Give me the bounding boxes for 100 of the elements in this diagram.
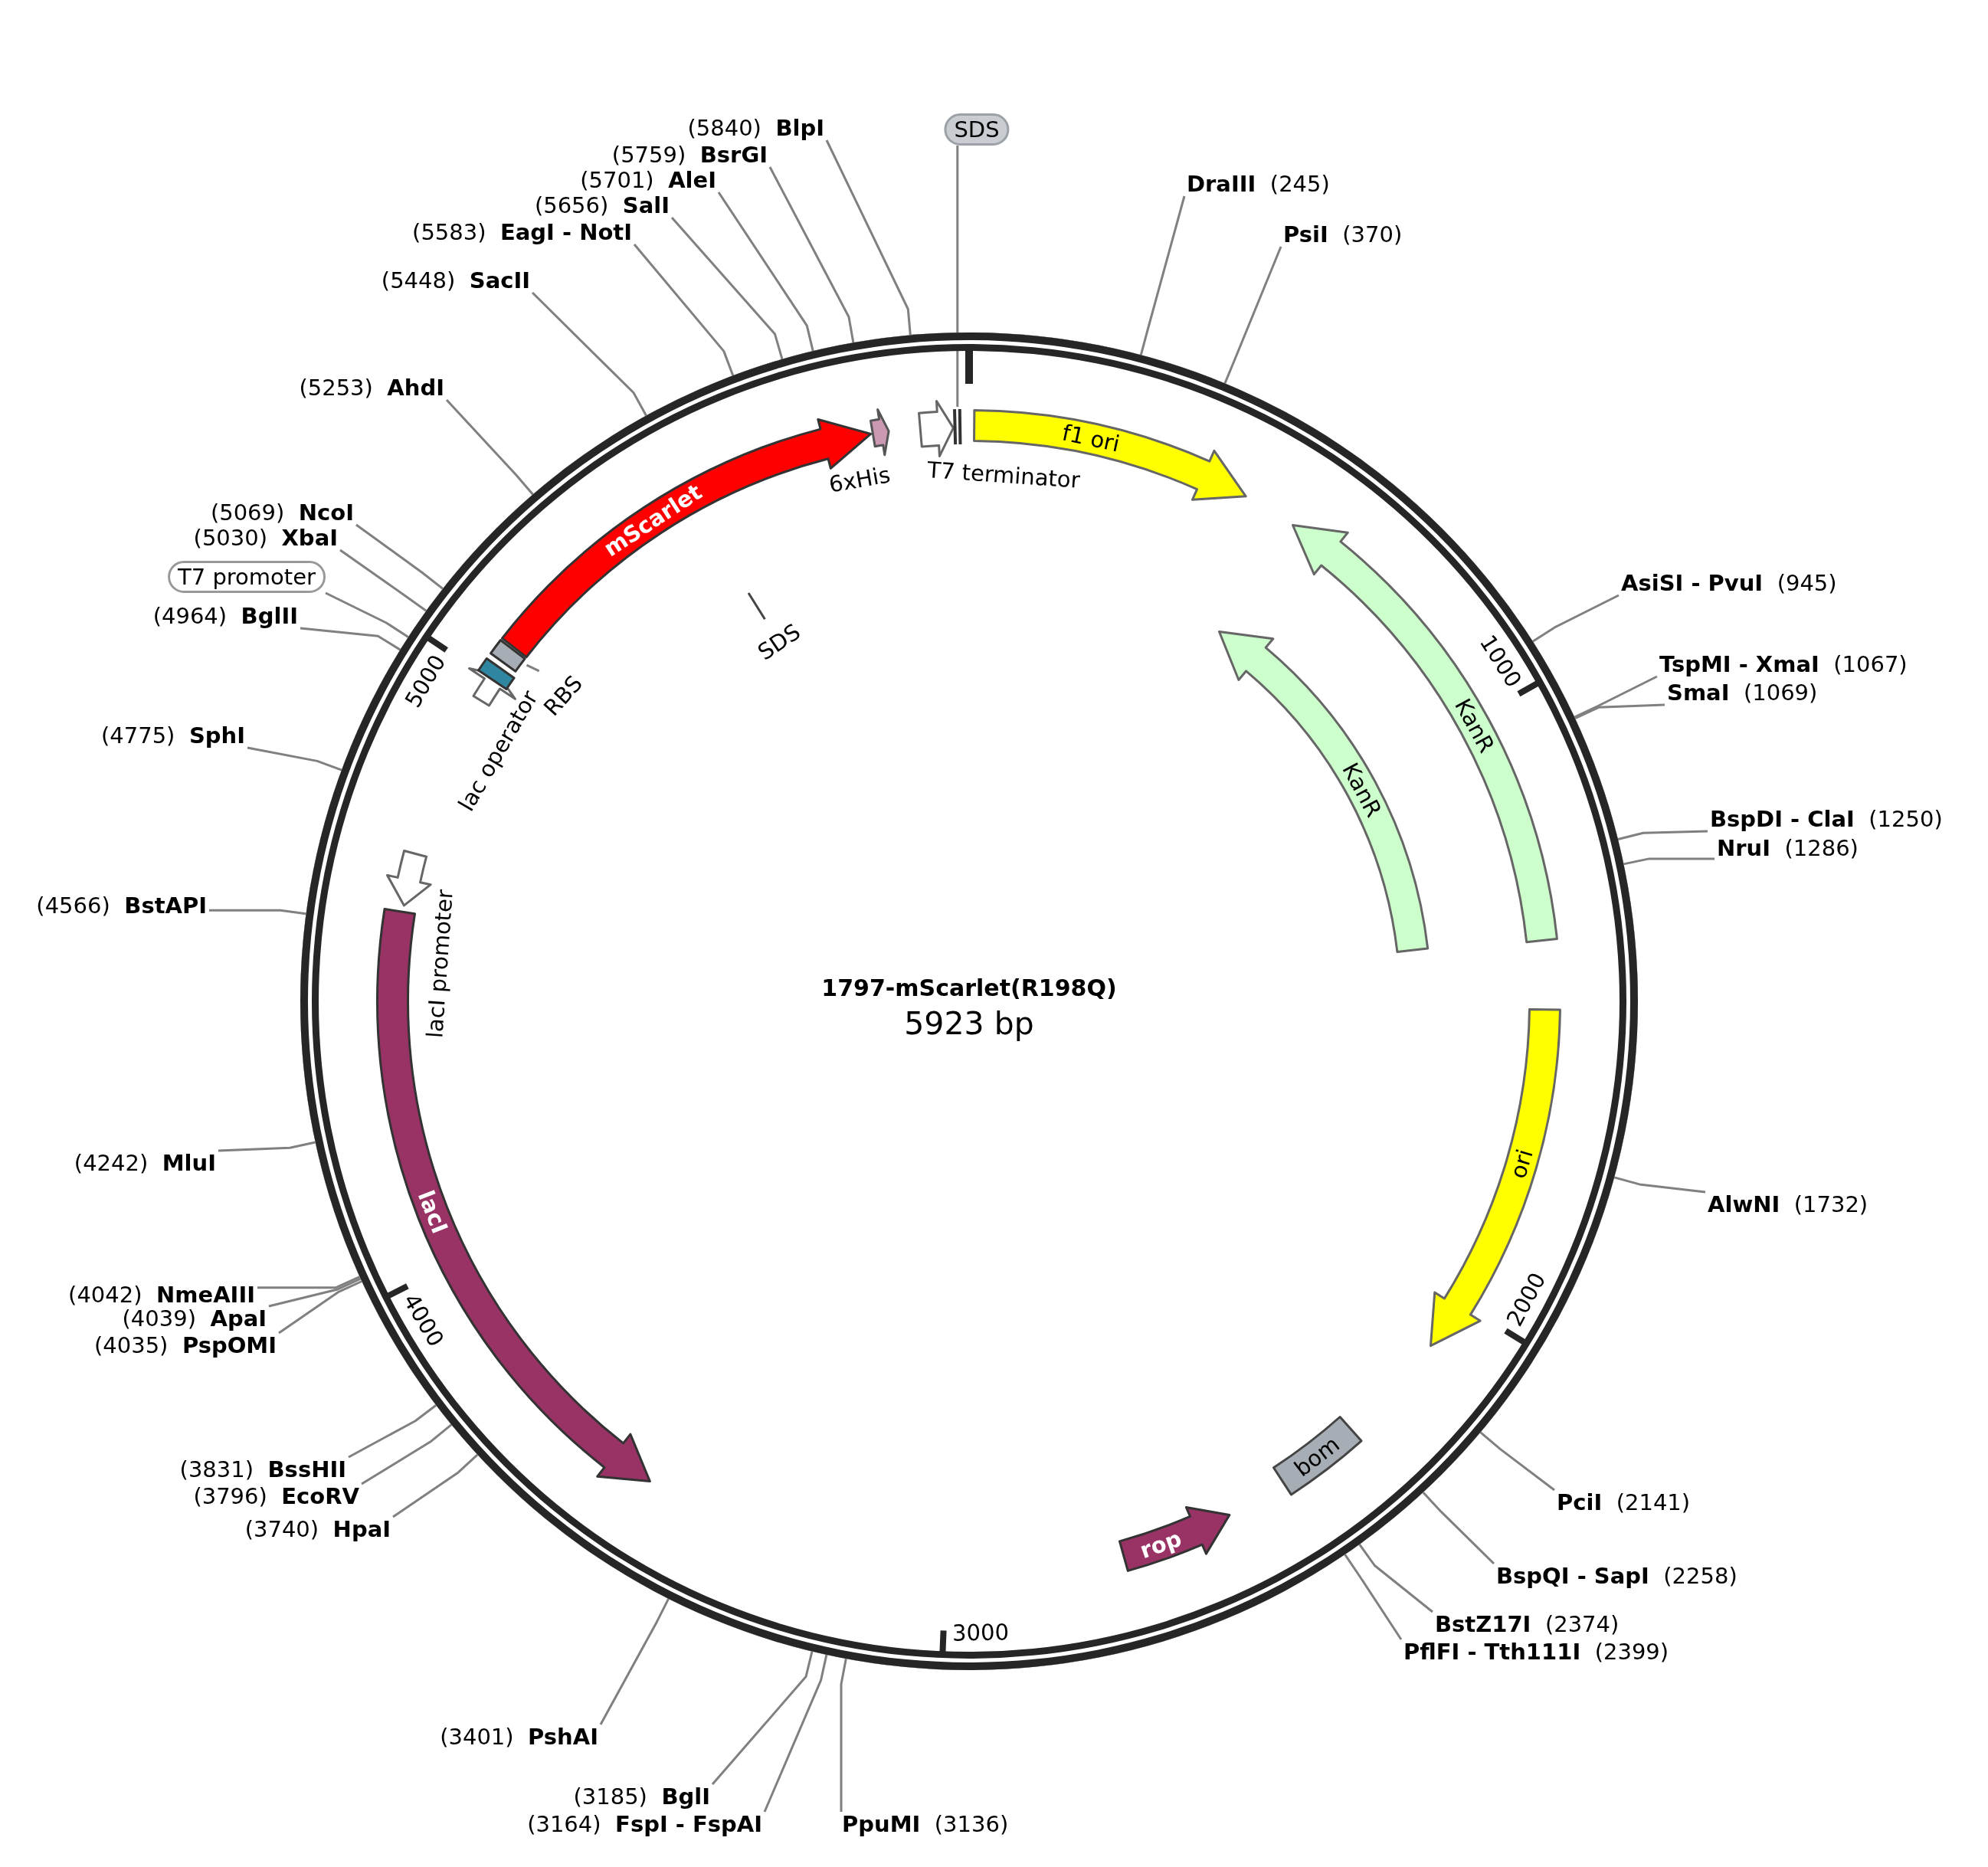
leader-line <box>1358 1544 1433 1613</box>
feature-name: ori <box>1505 1146 1538 1181</box>
restriction-site-label: (4566) BstAPI <box>34 893 209 918</box>
feature-name: lacI <box>413 1187 453 1238</box>
feature-label: lacI promoter <box>422 889 457 1039</box>
restriction-site-label: AsiSI - PvuI (945) <box>1619 571 1839 595</box>
leader-line <box>218 1141 316 1152</box>
leader-line <box>325 591 409 638</box>
leader-line <box>278 1280 362 1335</box>
restriction-site-label: PsiI (370) <box>1281 222 1405 247</box>
leader-line <box>1617 830 1708 840</box>
restriction-site-label: NruI (1286) <box>1715 836 1861 860</box>
restriction-site-label: (3796) EcoRV <box>191 1484 362 1508</box>
leader-line <box>763 1654 828 1813</box>
restriction-site-label: (3164) FspI - FspAI <box>525 1812 765 1836</box>
feature-band <box>385 849 433 908</box>
leader-line <box>339 549 427 612</box>
plasmid-name: 1797-mScarlet(R198Q) <box>821 974 1117 1002</box>
leader-line <box>209 909 306 915</box>
leader-line <box>526 663 540 673</box>
leader-line <box>1613 1176 1706 1194</box>
leader-line <box>268 1277 362 1308</box>
restriction-site-label: BspDI - ClaI (1250) <box>1708 807 1945 831</box>
restriction-site-label: (3401) PshAI <box>437 1725 601 1749</box>
restriction-site-label: (4775) SphI <box>99 723 247 748</box>
leader-line <box>1574 703 1665 719</box>
leader-line <box>1422 1491 1495 1565</box>
restriction-site-label: SmaI (1069) <box>1665 680 1820 705</box>
restriction-site-label: (4242) MluI <box>71 1151 218 1175</box>
leader-line <box>348 1404 437 1459</box>
leader-line <box>825 139 912 336</box>
leader-line <box>1223 246 1282 384</box>
leader-line <box>355 523 444 590</box>
leader-line <box>1532 594 1620 643</box>
feature-name: bom <box>1290 1431 1344 1482</box>
leader-line <box>599 1598 670 1725</box>
feature-band <box>1429 1007 1563 1348</box>
feature-block <box>488 638 527 674</box>
restriction-site-label: BspQI - SapI (2258) <box>1494 1564 1740 1588</box>
leader-line <box>717 192 814 352</box>
restriction-site-label: (5253) AhdI <box>296 375 447 400</box>
restriction-site-label: (4964) BglII <box>150 604 300 628</box>
feature-band <box>916 398 955 458</box>
feature-name: rop <box>1136 1525 1185 1564</box>
restriction-site-label: PciI (2141) <box>1554 1490 1693 1515</box>
leader-line <box>257 1276 361 1289</box>
restriction-site-label: (5448) SacII <box>378 268 532 293</box>
feature-band <box>1291 522 1560 944</box>
restriction-site-label: (4035) PspOMI <box>92 1333 279 1358</box>
restriction-site-label: BstZ17I (2374) <box>1433 1612 1622 1636</box>
feature-block <box>477 657 517 692</box>
restriction-site-label: (5583) EagI - NotI <box>410 220 634 244</box>
restriction-site-label: (5656) SalI <box>532 193 672 218</box>
restriction-site-label: PpuMI (3136) <box>840 1812 1011 1836</box>
scale-label: 3000 <box>952 1620 1010 1646</box>
feature-band <box>1217 629 1430 954</box>
restriction-site-label: TspMI - XmaI (1067) <box>1657 652 1910 676</box>
restriction-site-label: PflFI - Tth111I (2399) <box>1401 1639 1672 1664</box>
feature-label: T7 terminator <box>926 457 1081 493</box>
leader-line <box>956 146 959 408</box>
feature-name: KanR <box>1338 758 1387 821</box>
leader-line <box>768 166 855 343</box>
scale-label: 2000 <box>1502 1268 1551 1330</box>
feature-tag: T7 promoter <box>168 561 326 593</box>
feature-band <box>869 407 891 457</box>
restriction-site-label: (5069) NcoI <box>208 500 356 525</box>
leader-line <box>247 746 342 771</box>
leader-line <box>1344 1554 1403 1640</box>
feature-band <box>1118 1505 1232 1574</box>
leader-line <box>1574 675 1658 719</box>
leader-line <box>670 217 784 360</box>
leader-line <box>1479 1431 1555 1492</box>
leader-line <box>531 291 647 417</box>
restriction-site-label: (4039) ApaI <box>120 1306 269 1331</box>
feature-label: SDS <box>753 619 805 665</box>
restriction-site-label: AlwNI (1732) <box>1705 1192 1871 1217</box>
plasmid-size: 5923 bp <box>904 1005 1034 1043</box>
restriction-site-label: (4042) NmeAIII <box>66 1282 257 1307</box>
restriction-site-label: (5840) BlpI <box>685 116 827 140</box>
restriction-site-label: (5701) AleI <box>578 168 719 192</box>
leader-line <box>747 592 766 620</box>
restriction-site-label: (5759) BsrGI <box>609 142 770 167</box>
leader-line <box>392 1453 479 1518</box>
restriction-site-label: DraIII (245) <box>1184 172 1332 196</box>
feature-label: 6xHis <box>827 462 892 497</box>
leader-line <box>1139 195 1186 355</box>
leader-line <box>300 627 401 651</box>
restriction-site-label: (3740) HpaI <box>242 1517 393 1541</box>
leader-line <box>840 1658 847 1812</box>
leader-line <box>711 1651 814 1785</box>
feature-block <box>1271 1415 1364 1497</box>
leader-line <box>361 1423 453 1485</box>
feature-tag: SDS <box>944 113 1010 146</box>
leader-line <box>445 399 534 496</box>
feature-name: f1 ori <box>1060 420 1122 457</box>
leader-line <box>633 244 735 376</box>
restriction-site-label: (3185) BglI <box>571 1784 712 1809</box>
leader-line <box>1623 857 1715 866</box>
restriction-site-label: (3831) BssHII <box>177 1457 349 1482</box>
restriction-site-label: (5030) XbaI <box>191 526 340 550</box>
